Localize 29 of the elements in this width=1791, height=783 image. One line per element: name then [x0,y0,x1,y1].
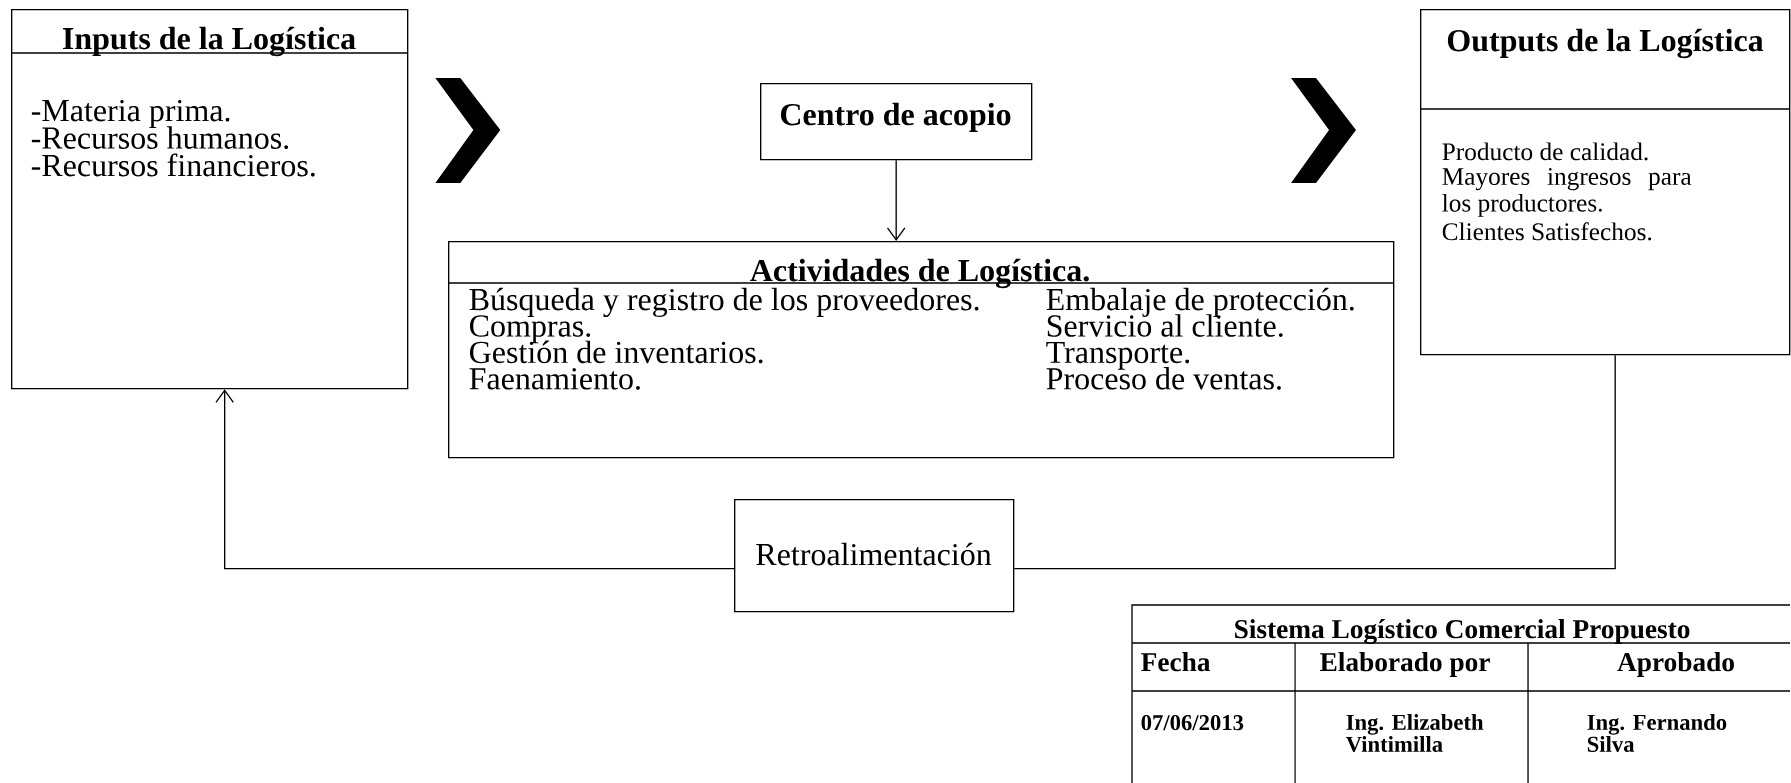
process-box [760,83,1033,161]
table-cell: Ing. Fernando Silva [1587,714,1727,752]
box-heading: Centro de acopio [780,102,1011,132]
connector-line [1013,354,1616,570]
box-heading: Outputs de la Logística [1447,28,1764,59]
column-header: Fecha [1141,652,1211,672]
chevron-arrow [1291,78,1356,183]
arrow [886,159,906,241]
chevron-arrow [435,78,501,183]
table-title: Sistema Logístico Comercial Propuesto [1235,619,1690,645]
output-box [1419,9,1791,356]
list-item: Mayores ingresos para los productores. [1442,168,1692,217]
column-header: Elaborado por [1320,652,1490,677]
list-item: Faenamiento. [469,368,640,390]
list-item: Producto de calidad. [1442,142,1648,161]
list-item: -Recursos humanos. [31,126,289,150]
table-cell: Ing. Elizabeth Vintimilla [1345,714,1484,753]
list-item: -Recursos financieros. [31,153,315,177]
input-box [10,9,409,390]
column-header: Aprobado [1617,652,1734,677]
list-item: Clientes Satisfechos. [1442,222,1652,241]
list-item: Búsqueda y registro de los proveedores. [469,287,979,317]
list-item: Retroalimentación [756,542,992,566]
list-item: -Materia prima. [31,99,230,128]
feedback-box [734,499,1015,613]
activity-box [447,241,1395,459]
arrow [215,389,735,570]
table-cell: 07/06/2013 [1141,715,1244,731]
box-heading: Inputs de la Logística [62,26,356,57]
